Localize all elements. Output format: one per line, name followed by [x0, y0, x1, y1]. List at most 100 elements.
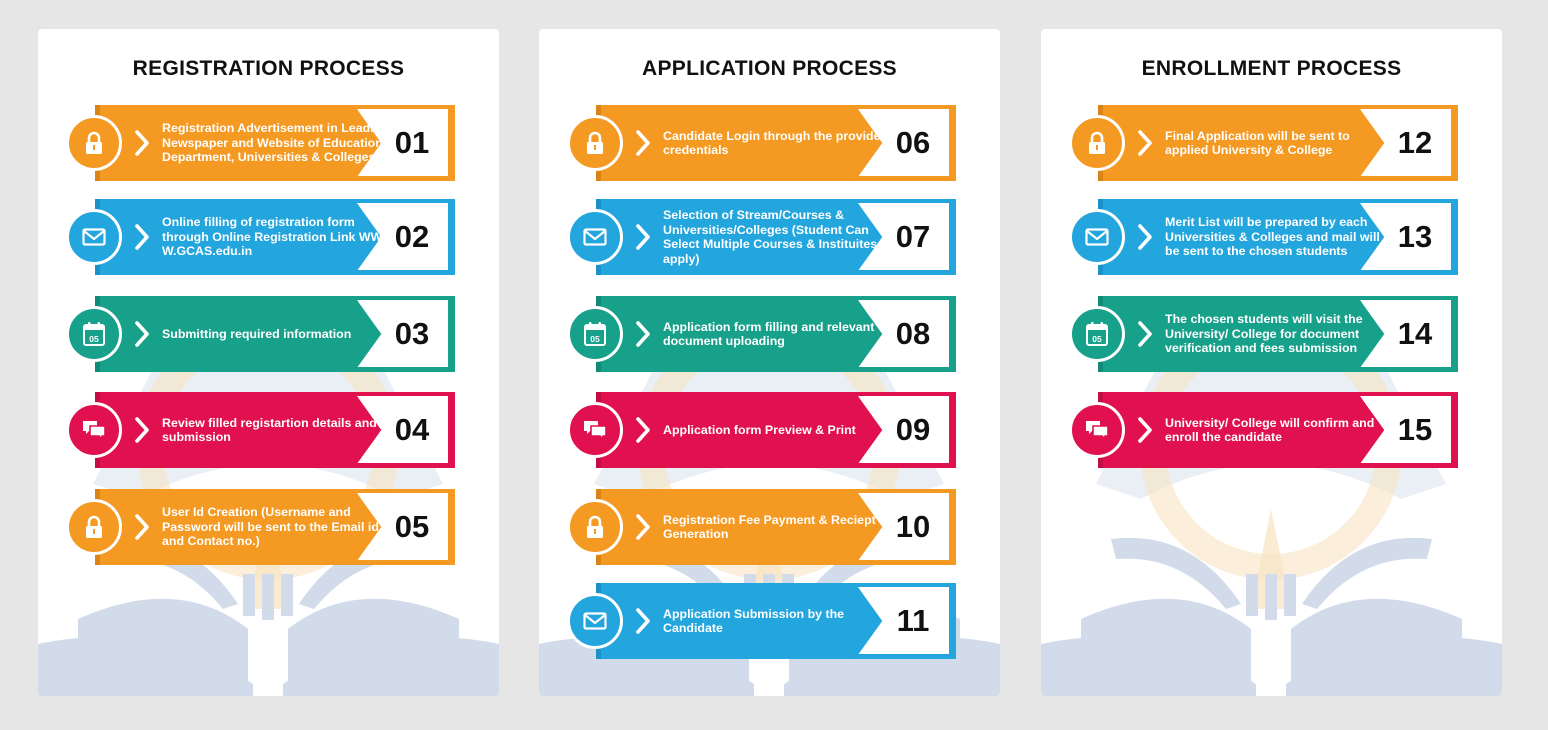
step-description: Online filling of registration form thro…: [162, 215, 387, 259]
process-step: 04 Review filled registartion details an…: [66, 392, 459, 468]
step-description: Registration Advertisement in Leading Ne…: [162, 121, 389, 165]
step-number: 01: [394, 125, 430, 160]
step-description: Candidate Login through the provided cre…: [663, 128, 889, 158]
chevron-right-icon: [135, 130, 149, 156]
process-panel: ENROLLMENT PROCESS 12 Final Application …: [1041, 29, 1502, 696]
step-number: 07: [895, 219, 931, 254]
step-icon-circle: [567, 115, 623, 171]
step-number-card: 12: [1360, 109, 1451, 176]
step-icon-circle: 05: [567, 306, 623, 362]
process-step: 10 Registration Fee Payment & Reciept Ge…: [567, 489, 960, 565]
step-number-box: 02: [354, 199, 455, 275]
step-icon-circle: 05: [66, 306, 122, 362]
step-number: 10: [895, 509, 931, 544]
step-number-card: 05: [357, 493, 448, 560]
chevron-right-icon: [1138, 130, 1152, 156]
process-step: 13 Merit List will be prepared by each U…: [1069, 199, 1462, 275]
step-description: Registration Fee Payment & Reciept Gener…: [663, 512, 876, 542]
process-step: 15 University/ College will confirm and …: [1069, 392, 1462, 468]
step-icon-circle: [1069, 115, 1125, 171]
panel-title: APPLICATION PROCESS: [641, 57, 897, 80]
process-step: 03 05 Submitting required information: [66, 296, 459, 372]
mail-icon: [583, 228, 607, 246]
step-description: Selection of Stream/Courses & Universiti…: [663, 208, 893, 266]
chevron-right-icon: [135, 321, 149, 347]
step-icon-circle: [567, 402, 623, 458]
chevron-right-icon: [636, 417, 650, 443]
lock-icon: [584, 515, 606, 539]
chevron-right-icon: [1138, 224, 1152, 250]
process-step: 09 Application form Preview & Print: [567, 392, 960, 468]
step-description: University/ College will confirm and enr…: [1165, 415, 1375, 445]
step-number-box: 10: [855, 489, 956, 565]
mail-icon: [82, 228, 106, 246]
chevron-right-icon: [1138, 417, 1152, 443]
step-number: 08: [895, 316, 931, 351]
step-number: 03: [394, 316, 430, 351]
chevron-right-icon: [135, 514, 149, 540]
chat-icon: [1084, 418, 1110, 442]
step-icon-circle: [567, 499, 623, 555]
calendar-icon: 05: [82, 321, 106, 347]
step-icon-circle: [66, 209, 122, 265]
step-description: User Id Creation (Username and Password …: [162, 505, 379, 549]
lock-icon: [1086, 131, 1108, 155]
process-step: 02 Online filling of registration form t…: [66, 199, 459, 275]
step-number-box: 14: [1357, 296, 1458, 372]
process-step: 14 05 The chosen students will visit the…: [1069, 296, 1462, 372]
step-number-box: 04: [354, 392, 455, 468]
process-step: 07 Selection of Stream/Courses & Univers…: [567, 199, 960, 275]
step-number: 15: [1397, 412, 1433, 447]
step-number: 11: [896, 603, 930, 638]
mail-icon: [1085, 228, 1109, 246]
panel-title: ENROLLMENT PROCESS: [1141, 57, 1402, 80]
step-number: 12: [1397, 125, 1433, 160]
lock-icon: [83, 515, 105, 539]
step-icon-circle: [66, 402, 122, 458]
step-description: Application form filling and relevant do…: [663, 319, 875, 349]
chat-icon: [582, 418, 608, 442]
process-step: 01 Registration Advertisement in Leading…: [66, 105, 459, 181]
calendar-icon: 05: [1085, 321, 1109, 347]
panel-title: REGISTRATION PROCESS: [132, 57, 405, 80]
step-number-box: 07: [855, 199, 956, 275]
chevron-right-icon: [636, 514, 650, 540]
step-icon-circle: 05: [1069, 306, 1125, 362]
step-number-box: 12: [1357, 105, 1458, 181]
chevron-right-icon: [636, 608, 650, 634]
lock-icon: [584, 131, 606, 155]
calendar-icon-label: 05: [1092, 334, 1102, 344]
step-number: 05: [394, 509, 430, 544]
step-icon-circle: [567, 209, 623, 265]
process-step: 08 05 Application form filling and relev…: [567, 296, 960, 372]
process-step: 05 User Id Creation (Username and Passwo…: [66, 489, 459, 565]
process-panel: APPLICATION PROCESS 06 Candidate Login t…: [539, 29, 1000, 696]
calendar-icon-label: 05: [89, 334, 99, 344]
process-panel: REGISTRATION PROCESS 01 Registration Adv…: [38, 29, 499, 696]
step-number: 13: [1397, 219, 1433, 254]
process-step: 12 Final Application will be sent to app…: [1069, 105, 1462, 181]
step-description: Final Application will be sent to applie…: [1165, 128, 1350, 158]
step-number: 09: [895, 412, 931, 447]
step-number: 14: [1397, 316, 1433, 351]
chevron-right-icon: [135, 417, 149, 443]
lock-icon: [83, 131, 105, 155]
chevron-right-icon: [636, 321, 650, 347]
step-icon-circle: [1069, 402, 1125, 458]
chevron-right-icon: [135, 224, 149, 250]
step-number-card: 07: [858, 203, 949, 270]
step-number-box: 05: [354, 489, 455, 565]
chat-icon: [81, 418, 107, 442]
step-description: Application Submission by the Candidate: [663, 606, 845, 636]
step-icon-circle: [66, 115, 122, 171]
chevron-right-icon: [636, 224, 650, 250]
step-description: Review filled registartion details and s…: [162, 415, 377, 445]
step-description: Application form Preview & Print: [663, 422, 856, 437]
step-icon-circle: [567, 593, 623, 649]
calendar-icon: 05: [583, 321, 607, 347]
step-number: 06: [895, 125, 931, 160]
chevron-right-icon: [1138, 321, 1152, 347]
step-number: 02: [394, 219, 430, 254]
step-icon-circle: [66, 499, 122, 555]
step-description: Submitting required information: [162, 326, 352, 341]
